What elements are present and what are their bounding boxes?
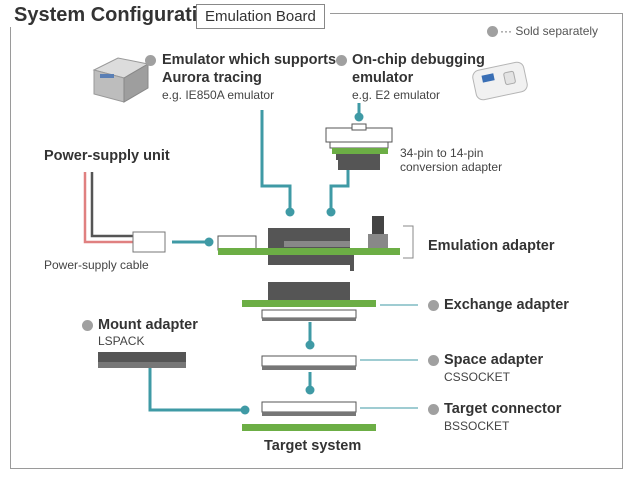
- diagram-frame: [10, 13, 623, 469]
- subtitle-badge: Emulation Board: [196, 4, 325, 29]
- e2-emulator-device-icon: [472, 61, 528, 101]
- power-connector: [132, 231, 166, 253]
- power-cable-black: [90, 172, 133, 238]
- exchange-adapter-label: Exchange adapter: [444, 297, 569, 313]
- onchip-debug-label-line2: emulator: [352, 70, 414, 86]
- target-connector-graphic: [261, 401, 357, 416]
- space-adapter-dot-icon: [428, 355, 439, 366]
- space-adapter-part: CSSOCKET: [444, 370, 511, 384]
- target-connector-dot-icon: [428, 404, 439, 415]
- mount-adapter-dot-icon: [82, 320, 93, 331]
- emulation-adapter-graphic: [217, 216, 400, 271]
- mount-adapter-graphic: [98, 352, 186, 368]
- onchip-debug-label-line1: On-chip debugging: [352, 52, 485, 68]
- target-connector-label: Target connector: [444, 401, 562, 417]
- aurora-trace-cable: [260, 110, 292, 210]
- mount-adapter-part: LSPACK: [98, 334, 145, 348]
- ie850a-emulator-device-icon: [92, 57, 150, 103]
- onchip-debug-example: e.g. E2 emulator: [352, 88, 441, 102]
- mount-adapter-label: Mount adapter: [98, 317, 198, 333]
- emulator-aurora-label-line2: Aurora tracing: [162, 70, 262, 86]
- emulation-adapter-label: Emulation adapter: [428, 238, 555, 254]
- power-supply-cable-label: Power-supply cable: [44, 258, 149, 272]
- mount-adapter-link: [148, 368, 243, 412]
- page-title: System Configuration: [10, 4, 226, 27]
- emulator-aurora-dot-icon: [145, 55, 156, 66]
- exchange-adapter-dot-icon: [428, 300, 439, 311]
- target-connector-part: BSSOCKET: [444, 419, 510, 433]
- emulation-adapter-bracket: [403, 225, 414, 259]
- target-system-label: Target system: [264, 438, 362, 454]
- frame-top-right-line: [330, 13, 622, 14]
- emulator-aurora-label-line1: Emulator which supports: [162, 52, 337, 68]
- sold-separately-dot-icon: [487, 26, 498, 37]
- conversion-adapter-line1: 34-pin to 14-pin: [400, 146, 484, 160]
- conversion-adapter-graphic: [325, 123, 393, 170]
- power-cable-red: [83, 172, 133, 244]
- sold-separately-legend: ··· Sold separately: [500, 24, 599, 38]
- conversion-adapter-cable: [329, 170, 350, 210]
- emulator-aurora-example: e.g. IE850A emulator: [162, 88, 275, 102]
- space-adapter-label: Space adapter: [444, 352, 544, 368]
- exchange-adapter-graphic: [242, 282, 376, 321]
- onchip-debug-dot-icon: [336, 55, 347, 66]
- conversion-adapter-line2: conversion adapter: [400, 160, 503, 174]
- space-adapter-graphic: [261, 355, 357, 370]
- power-supply-unit-label: Power-supply unit: [44, 148, 170, 164]
- target-system-board: [242, 424, 376, 431]
